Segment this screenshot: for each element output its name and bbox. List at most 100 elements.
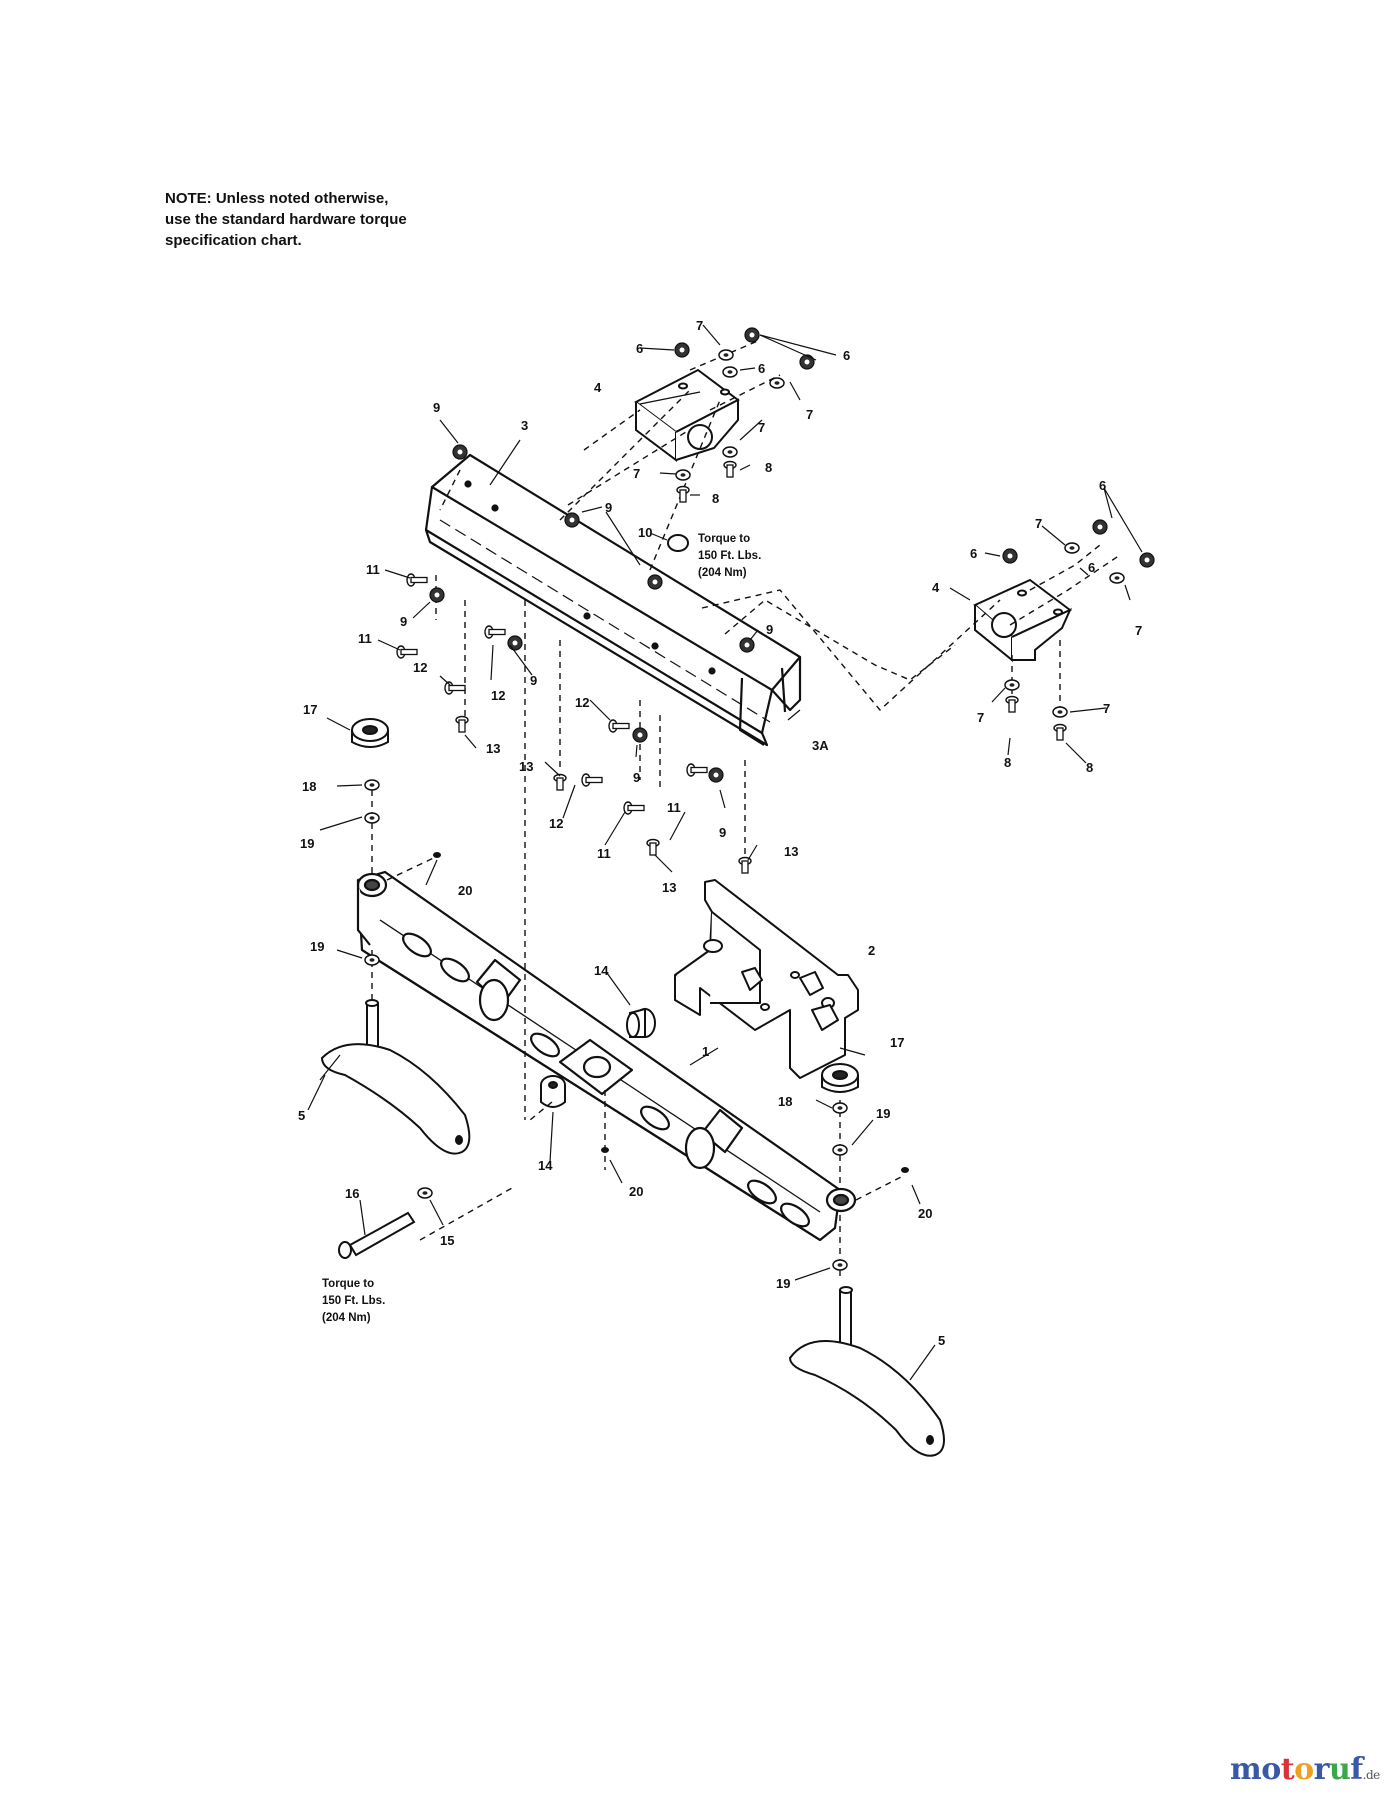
bolt-13 <box>455 715 469 733</box>
washer-7 <box>1109 572 1125 584</box>
callout-7: 7 <box>1035 516 1042 531</box>
hex-nut-9 <box>647 574 663 590</box>
callout-18: 18 <box>778 1094 792 1109</box>
callout-13: 13 <box>784 844 798 859</box>
svg-text:150 Ft. Lbs.: 150 Ft. Lbs. <box>698 550 761 562</box>
bolt-8 <box>1053 723 1067 741</box>
hex-bolt-10 <box>667 534 689 552</box>
callout-6: 6 <box>1088 560 1095 575</box>
frame-bracket-3 <box>424 453 802 747</box>
callout-20: 20 <box>458 883 472 898</box>
watermark-letter: r <box>1313 1752 1330 1787</box>
callout-15: 15 <box>440 1233 454 1248</box>
grease-fitting-20 <box>901 1167 909 1173</box>
hex-nut-9 <box>452 444 468 460</box>
callout-18: 18 <box>302 779 316 794</box>
washer-7 <box>769 377 785 389</box>
note-line-3: specification chart. <box>165 232 302 249</box>
carriage-bolt-11 <box>686 763 708 777</box>
grease-fitting-20 <box>433 852 441 858</box>
callout-4: 4 <box>932 580 940 595</box>
callout-13: 13 <box>519 759 533 774</box>
callout-12: 12 <box>549 816 563 831</box>
torque-note-upper: Torque to 150 Ft. Lbs. (204 Nm) <box>698 533 761 579</box>
callout-19: 19 <box>310 939 324 954</box>
watermark-letter: o <box>1261 1752 1281 1787</box>
washer-19 <box>832 1144 848 1156</box>
callout-14: 14 <box>594 963 609 978</box>
bolt-13 <box>738 856 752 874</box>
washer-19 <box>364 812 380 824</box>
callout-6: 6 <box>758 361 765 376</box>
callout-3: 3 <box>521 418 528 433</box>
bolt-13 <box>553 773 567 791</box>
callout-6: 6 <box>970 546 977 561</box>
watermark-letter: o <box>1294 1752 1314 1787</box>
callout-4: 4 <box>594 380 602 395</box>
callout-7: 7 <box>633 466 640 481</box>
callout-9: 9 <box>633 770 640 785</box>
callout-2: 2 <box>868 943 875 958</box>
callout-3A: 3A <box>812 738 829 753</box>
svg-text:(204 Nm): (204 Nm) <box>322 1312 371 1324</box>
hex-nut-9 <box>708 767 724 783</box>
callout-9: 9 <box>605 500 612 515</box>
callout-5: 5 <box>298 1108 305 1123</box>
torque-spec-note: NOTE: Unless noted otherwise, use the st… <box>165 188 525 251</box>
washer-7 <box>1052 706 1068 718</box>
pivot-bracket-2 <box>674 879 859 1079</box>
nut-6 <box>799 354 815 370</box>
callout-16: 16 <box>345 1186 359 1201</box>
nut-6 <box>1139 552 1155 568</box>
washer-7 <box>722 446 738 458</box>
callout-labels: 1 2 3 3A 4 4 5 5 6 6 6 6 6 6 7 7 7 7 7 7… <box>298 318 1142 1348</box>
callout-9: 9 <box>530 673 537 688</box>
callout-19: 19 <box>876 1106 890 1121</box>
callout-6: 6 <box>636 341 643 356</box>
note-line-1: NOTE: Unless noted otherwise, <box>165 190 389 207</box>
callout-13: 13 <box>486 741 500 756</box>
svg-text:Torque to: Torque to <box>698 533 750 545</box>
callout-12: 12 <box>413 660 427 675</box>
assembly-lines <box>371 339 1121 1280</box>
svg-text:Torque to: Torque to <box>322 1278 374 1290</box>
washer-19 <box>364 954 380 966</box>
callout-7: 7 <box>977 710 984 725</box>
hex-nut-9 <box>739 637 755 653</box>
watermark-letter: m <box>1230 1752 1262 1787</box>
svg-text:150 Ft. Lbs.: 150 Ft. Lbs. <box>322 1295 385 1307</box>
washer-19 <box>832 1259 848 1271</box>
carriage-bolt-11 <box>396 645 418 659</box>
callout-9: 9 <box>400 614 407 629</box>
carriage-bolt-12 <box>581 773 603 787</box>
callout-7: 7 <box>1135 623 1142 638</box>
leader-lines <box>307 324 1143 1381</box>
callout-11: 11 <box>667 800 681 815</box>
callout-20: 20 <box>629 1184 643 1199</box>
watermark-suffix: .de <box>1362 1768 1381 1782</box>
nut-6 <box>1002 548 1018 564</box>
svg-text:(204 Nm): (204 Nm) <box>698 567 747 579</box>
watermark-letters: motoruf <box>1230 1752 1363 1787</box>
e-clip-18 <box>364 779 380 791</box>
nut-6 <box>1092 519 1108 535</box>
washer-7 <box>718 349 734 361</box>
callout-14: 14 <box>538 1158 553 1173</box>
callout-8: 8 <box>1086 760 1093 775</box>
washer-7 <box>1004 679 1020 691</box>
torque-note-lower: Torque to 150 Ft. Lbs. (204 Nm) <box>322 1278 385 1324</box>
callout-11: 11 <box>358 631 372 646</box>
bolt-8 <box>723 460 737 478</box>
watermark-letter: u <box>1328 1752 1351 1787</box>
callout-7: 7 <box>758 420 765 435</box>
bushing-14-rear <box>626 1007 656 1038</box>
washer-7 <box>675 469 691 481</box>
carriage-bolt-11 <box>406 573 428 587</box>
callout-13: 13 <box>662 880 676 895</box>
callout-9: 9 <box>719 825 726 840</box>
carriage-bolt-11 <box>623 801 645 815</box>
callout-6: 6 <box>843 348 850 363</box>
spindle-5-right <box>788 1286 945 1457</box>
carriage-bolt-12 <box>484 625 506 639</box>
bolt-8 <box>1005 695 1019 713</box>
